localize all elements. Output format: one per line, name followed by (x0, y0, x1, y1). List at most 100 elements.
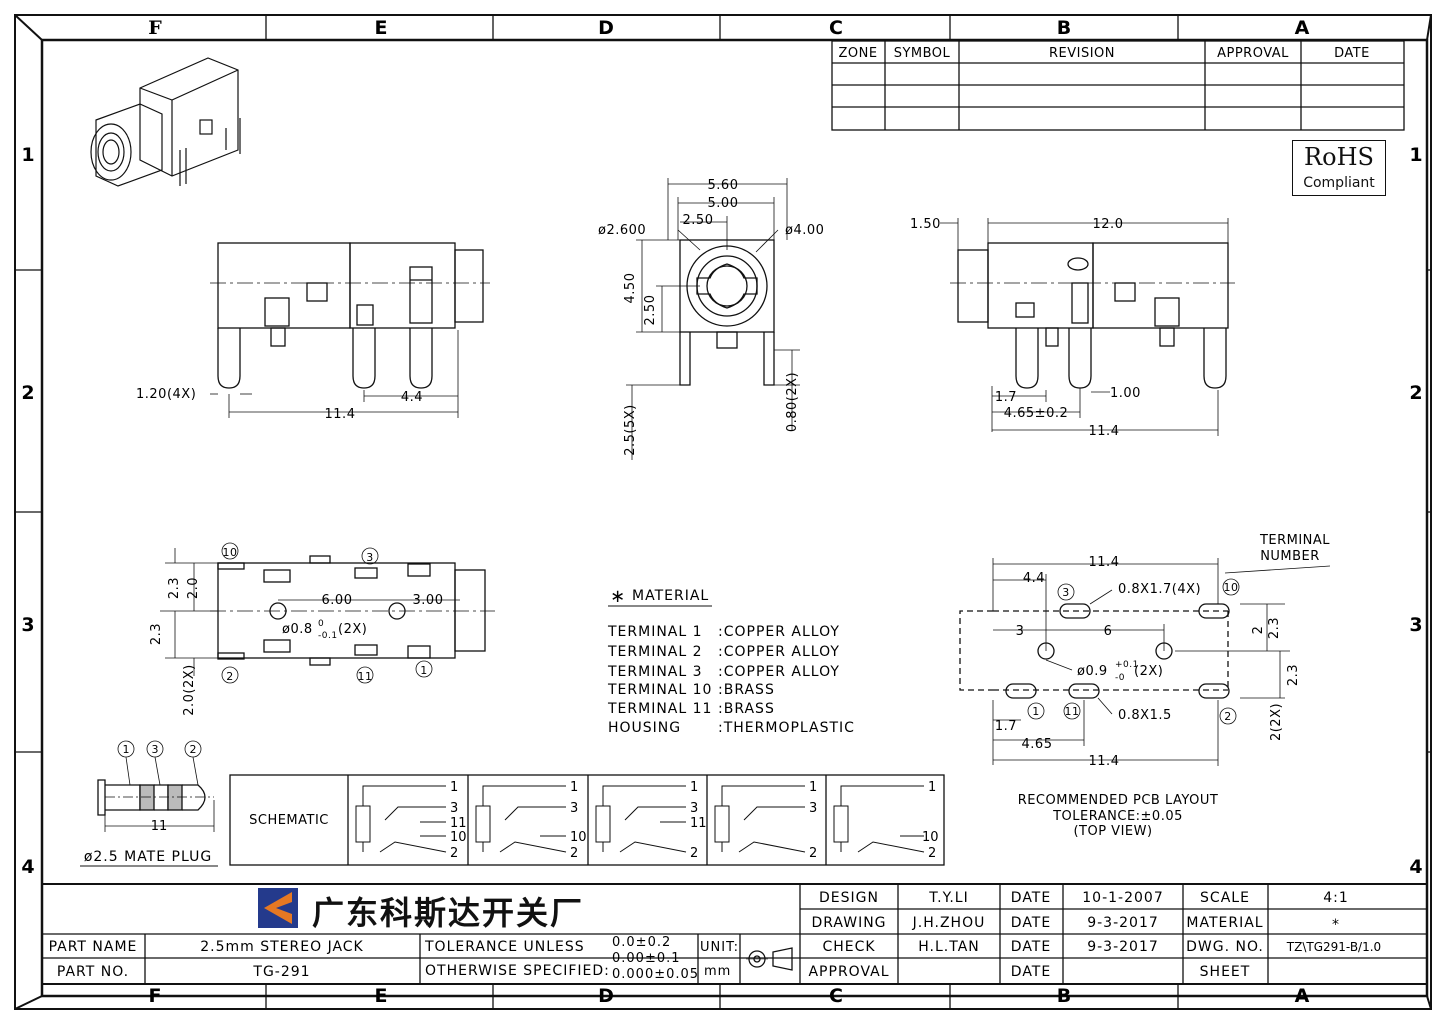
pcb-term-10: 10 (1224, 581, 1239, 594)
term-bottom-2: 2 (226, 670, 234, 683)
dim-right-465: 4.65±0.2 (1004, 406, 1069, 421)
rev-header-zone: ZONE (838, 46, 877, 61)
approval-label: APPROVAL (808, 964, 889, 980)
sch3-pin1: 1 (690, 780, 698, 795)
plug-term-2: 2 (190, 743, 197, 756)
sch1-pin11: 11 (450, 816, 467, 831)
sch2-pin1: 1 (570, 780, 578, 795)
material-row-1-value: :COPPER ALLOY (718, 624, 840, 640)
zone-c-bottom: C (829, 985, 843, 1007)
sch3-pin11: 11 (690, 816, 707, 831)
sch1-pin3: 3 (450, 801, 458, 816)
dim-right-100: 1.00 (1110, 386, 1141, 401)
check-date-label: DATE (1011, 939, 1051, 955)
sch2-pin2: 2 (570, 846, 578, 861)
sheet-label: SHEET (1200, 964, 1251, 980)
sch1-pin1: 1 (450, 780, 458, 795)
zone-4-right: 4 (1409, 856, 1422, 878)
sch2-pin3: 3 (570, 801, 578, 816)
material-row-5-label: TERMINAL 11 (607, 701, 712, 717)
rohs-title: RoHS (1304, 143, 1374, 171)
rohs-subtitle: Compliant (1303, 175, 1375, 191)
dim-bottom-hole-tol-top: 0 (318, 619, 324, 629)
dim-front-pin080: 0.80(2X) (785, 372, 800, 432)
plug-term-3: 3 (152, 743, 159, 756)
zone-2-left: 2 (21, 382, 34, 404)
zone-a-top: A (1295, 17, 1310, 39)
material-title: MATERIAL (632, 588, 709, 604)
pcb-hole-tol-bot: -0 (1115, 673, 1125, 683)
pcb-hole-suffix: (2X) (1134, 664, 1163, 679)
dim-front-pin25: 2.5(5X) (623, 404, 638, 456)
drawing-date-label: DATE (1011, 915, 1051, 931)
drawing-name: J.H.ZHOU (912, 915, 986, 931)
dim-bottom-20x2: 2.0(2X) (182, 664, 197, 716)
pcb-2: 2 (1251, 626, 1266, 635)
pcb-term-2: 2 (1224, 710, 1232, 723)
dim-left-114: 11.4 (325, 407, 356, 422)
pcb-3: 3 (1016, 624, 1025, 639)
pcb-44: 4.4 (1023, 571, 1045, 586)
pcb-hole-tol-top: +0.1 (1115, 660, 1139, 670)
pcb-2x2: 2(2X) (1269, 703, 1284, 741)
pcb-term-1: 1 (1032, 705, 1040, 718)
sch5-pin10: 10 (922, 830, 939, 845)
material-row-5-value: :BRASS (718, 701, 775, 717)
dim-bottom-hole-tol-bot: -0.1 (318, 631, 338, 641)
zone-2-right: 2 (1409, 382, 1422, 404)
zone-d-top: D (598, 17, 614, 39)
pcb-465: 4.65 (1022, 737, 1053, 752)
plug-length: 11 (151, 819, 168, 834)
pcb-114: 11.4 (1089, 555, 1120, 570)
approval-date-label: DATE (1011, 964, 1051, 980)
material-star: ∗ (610, 586, 626, 607)
zone-f-top: F (148, 17, 162, 39)
pcb-hole: ø0.9 (1077, 664, 1108, 679)
material-value: * (1332, 917, 1340, 933)
tolerance-a: 0.0±0.2 (612, 935, 671, 950)
check-name: H.L.TAN (918, 939, 980, 955)
zone-b-bottom: B (1057, 985, 1071, 1007)
zone-e-top: E (375, 17, 388, 39)
sch1-pin10: 10 (450, 830, 467, 845)
zone-1-right: 1 (1409, 144, 1422, 166)
pcb-caption-3: (TOP VIEW) (1073, 824, 1152, 839)
pcb-17: 1.7 (995, 719, 1017, 734)
dim-bottom-300: 3.00 (413, 593, 444, 608)
dim-bottom-600: 6.00 (322, 593, 353, 608)
term-bottom-3: 3 (366, 551, 374, 564)
check-date: 9-3-2017 (1087, 939, 1159, 955)
sch4-pin3: 3 (809, 801, 817, 816)
zone-b-top: B (1057, 17, 1071, 39)
check-label: CHECK (822, 939, 875, 955)
scale-label: SCALE (1200, 890, 1250, 906)
pcb-terminal-label-2: NUMBER (1260, 549, 1320, 564)
rev-header-approval: APPROVAL (1217, 46, 1289, 61)
sch3-pin2: 2 (690, 846, 698, 861)
dim-front-500: 5.00 (708, 196, 739, 211)
zone-a-bottom: A (1295, 985, 1310, 1007)
zone-f-bottom: F (149, 985, 162, 1007)
dim-front-d2600: ø2.600 (598, 223, 646, 238)
pcb-114b: 11.4 (1089, 754, 1120, 769)
dim-left-44: 4.4 (401, 390, 423, 405)
term-bottom-10: 10 (223, 546, 238, 559)
material-row-3-value: :COPPER ALLOY (718, 664, 840, 680)
dim-bottom-23: 2.3 (167, 577, 182, 599)
pcb-23b: 2.3 (1286, 664, 1301, 686)
dim-bottom-20: 2.0 (186, 577, 201, 599)
schematic-label: SCHEMATIC (249, 813, 329, 828)
part-name-value: 2.5mm STEREO JACK (200, 939, 364, 955)
pcb-slot2: 0.8X1.5 (1118, 708, 1172, 723)
dim-right-114: 11.4 (1089, 424, 1120, 439)
tolerance-line-2: OTHERWISE SPECIFIED: (425, 963, 610, 979)
rev-header-revision: REVISION (1049, 46, 1115, 61)
dim-right-120: 12.0 (1093, 217, 1124, 232)
pcb-6: 6 (1104, 624, 1113, 639)
material-row-6-label: HOUSING (608, 720, 681, 736)
tolerance-line-1: TOLERANCE UNLESS (424, 939, 585, 955)
sch4-pin1: 1 (809, 780, 817, 795)
unit-value: mm (704, 964, 731, 979)
material-row-4-value: :BRASS (718, 682, 775, 698)
dim-right-17: 1.7 (995, 390, 1017, 405)
